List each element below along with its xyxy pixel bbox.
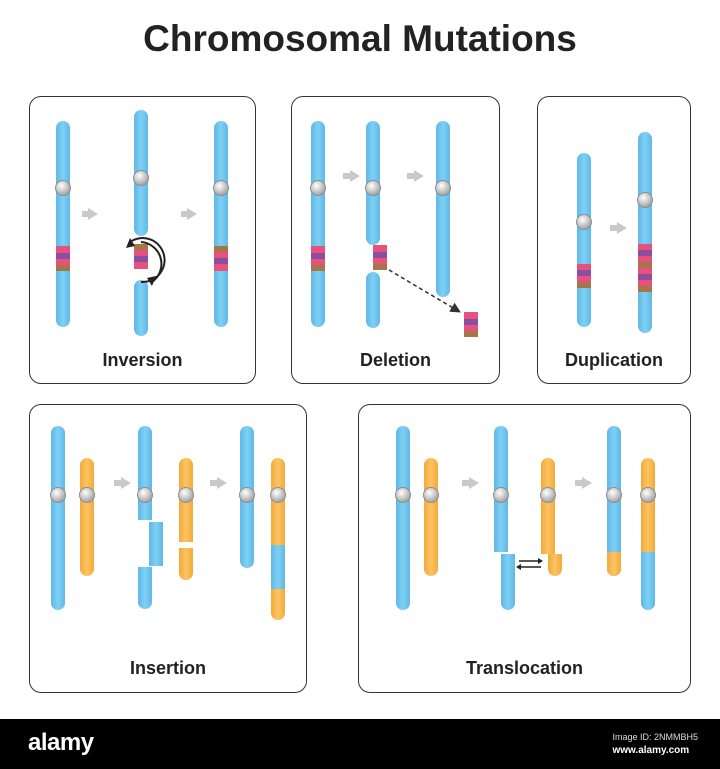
insertion-blue-result: [239, 426, 255, 568]
mutation-diagram-art: [50, 110, 656, 620]
centromere: [270, 487, 286, 503]
translocation-orange-breaking: [540, 458, 562, 576]
arrow-icon: [121, 477, 131, 489]
inversion-result-chromosome: [213, 121, 229, 327]
centromere: [365, 180, 381, 196]
insertion-blue-breaking: [137, 426, 163, 609]
translocation-blue-result: [606, 426, 622, 576]
arrow-icon: [187, 208, 197, 220]
alamy-logo: alamy: [28, 729, 94, 756]
centromere: [79, 487, 95, 503]
insertion-blue-original: [50, 426, 66, 610]
arrow-icon: [88, 208, 98, 220]
inversion-original-chromosome: [55, 121, 71, 327]
inversion-breaking-chromosome: [126, 110, 166, 336]
centromere: [55, 180, 71, 196]
deletion-label: Deletion: [359, 350, 431, 370]
translocation-panel: Translocation: [358, 404, 691, 693]
centromere: [640, 487, 656, 503]
deletion-result-chromosome: [435, 121, 451, 297]
duplication-result-chromosome: [637, 132, 653, 333]
arrow-icon: [469, 477, 479, 489]
swap-arrow-icon: [516, 564, 521, 570]
arrow-icon: [414, 170, 424, 182]
centromere: [395, 487, 411, 503]
centromere: [493, 487, 509, 503]
arrow-icon: [617, 222, 627, 234]
centromere: [213, 180, 229, 196]
insertion-panel: Insertion: [29, 404, 307, 693]
translocation-orange-result: [640, 458, 656, 610]
translocation-blue-breaking: [493, 426, 515, 610]
centromere: [310, 180, 326, 196]
image-id: Image ID: 2NMMBH5: [612, 732, 698, 742]
translocation-blue-original: [395, 426, 411, 610]
translocation-orange-original: [423, 458, 439, 576]
centromere: [133, 170, 149, 186]
centromere: [435, 180, 451, 196]
arrow-icon: [350, 170, 360, 182]
footer-bar: alamy Image ID: 2NMMBH5 www.alamy.com: [0, 719, 720, 769]
arrow-icon: [582, 477, 592, 489]
footer-meta: Image ID: 2NMMBH5 www.alamy.com: [612, 731, 698, 757]
centromere: [239, 487, 255, 503]
insertion-orange-original: [79, 458, 95, 576]
duplication-label: Duplication: [565, 350, 663, 370]
footer-url: www.alamy.com: [612, 745, 690, 756]
insertion-label: Insertion: [129, 658, 206, 678]
duplication-original-chromosome: [576, 153, 592, 327]
centromere: [178, 487, 194, 503]
deletion-breaking-chromosome: [365, 121, 387, 328]
arrow-icon: [217, 477, 227, 489]
duplication-panel: Duplication: [537, 96, 691, 384]
centromere: [423, 487, 439, 503]
centromere: [137, 487, 153, 503]
centromere: [540, 487, 556, 503]
translocation-swap-arrows: [516, 558, 543, 570]
centromere: [576, 214, 592, 230]
centromere: [637, 192, 653, 208]
centromere: [606, 487, 622, 503]
deleted-segment: [464, 312, 478, 337]
insertion-orange-breaking: [178, 458, 194, 580]
insertion-orange-result: [270, 458, 286, 620]
deletion-original-chromosome: [310, 121, 326, 327]
translocation-label: Translocation: [465, 658, 584, 678]
inversion-label: Inversion: [102, 350, 183, 370]
centromere: [50, 487, 66, 503]
page-title: Chromosomal Mutations: [143, 18, 577, 59]
